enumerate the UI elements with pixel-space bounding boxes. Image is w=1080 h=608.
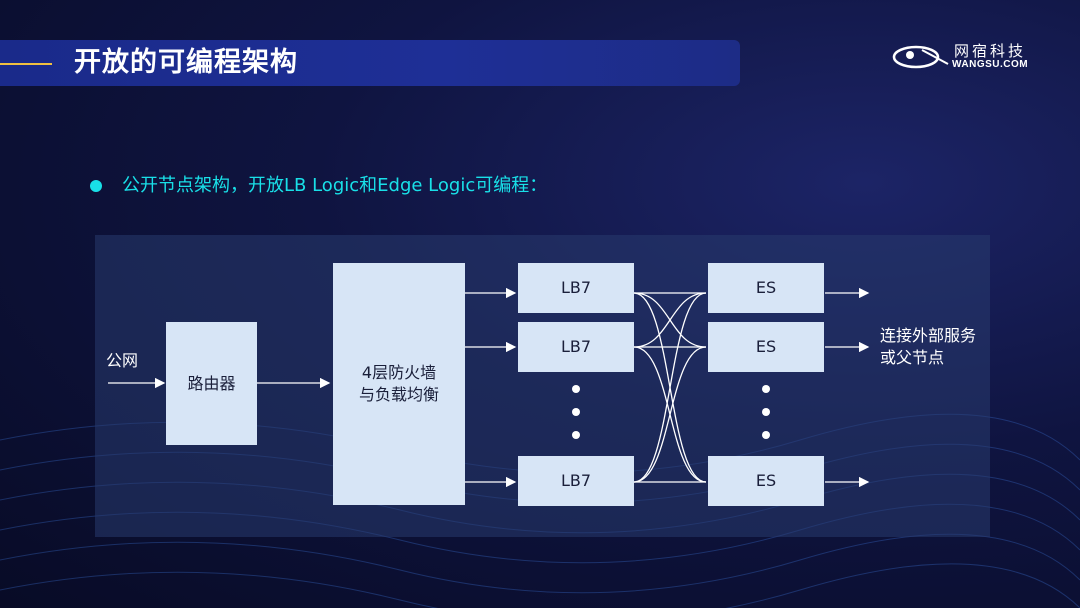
ellipsis-dot [762, 408, 770, 416]
lb7-label: LB7 [560, 337, 592, 356]
es-label: ES [755, 337, 777, 356]
firewall-lb-box: 4层防火墙 与负载均衡 [333, 263, 465, 505]
router-box: 路由器 [166, 322, 257, 445]
lb7-node-2: LB7 [518, 322, 634, 372]
ellipsis-dot [572, 431, 580, 439]
company-logo: 网宿科技 WANGSU.COM [892, 40, 1052, 74]
firewall-label-line2: 与负载均衡 [358, 385, 439, 404]
router-label: 路由器 [187, 373, 236, 393]
cross-lb2-es1 [633, 292, 707, 348]
lb7-node-3: LB7 [518, 456, 634, 506]
bullet-dot [90, 180, 102, 192]
lb7-label: LB7 [560, 471, 592, 490]
logo-english-text: WANGSU.COM [952, 59, 1029, 70]
firewall-label-line1: 4层防火墙 [361, 363, 437, 382]
logo-mark-icon [892, 45, 949, 69]
slide-title: 开放的可编程架构 [74, 47, 298, 78]
ellipsis-dot [572, 385, 580, 393]
public-network-label: 公网 [106, 351, 139, 370]
logo-chinese-text: 网宿科技 [954, 42, 1027, 60]
title-accent-line [0, 63, 52, 65]
bullet-text: 公开节点架构，开放LB Logic和Edge Logic可编程： [122, 175, 548, 196]
ellipsis-dot [762, 385, 770, 393]
cross-lb3-es2 [633, 346, 707, 483]
lb7-node-1: LB7 [518, 263, 634, 313]
es-node-1: ES [708, 263, 824, 313]
ellipsis-dot [762, 431, 770, 439]
ellipsis-dot [572, 408, 580, 416]
lb7-label: LB7 [560, 278, 592, 297]
es-node-3: ES [708, 456, 824, 506]
cross-lb3-es1 [633, 292, 707, 483]
output-label-line1: 连接外部服务 [880, 326, 977, 345]
title-bar [0, 40, 740, 86]
es-label: ES [755, 471, 777, 490]
es-node-2: ES [708, 322, 824, 372]
output-label-line2: 或父节点 [880, 348, 945, 367]
es-label: ES [755, 278, 777, 297]
